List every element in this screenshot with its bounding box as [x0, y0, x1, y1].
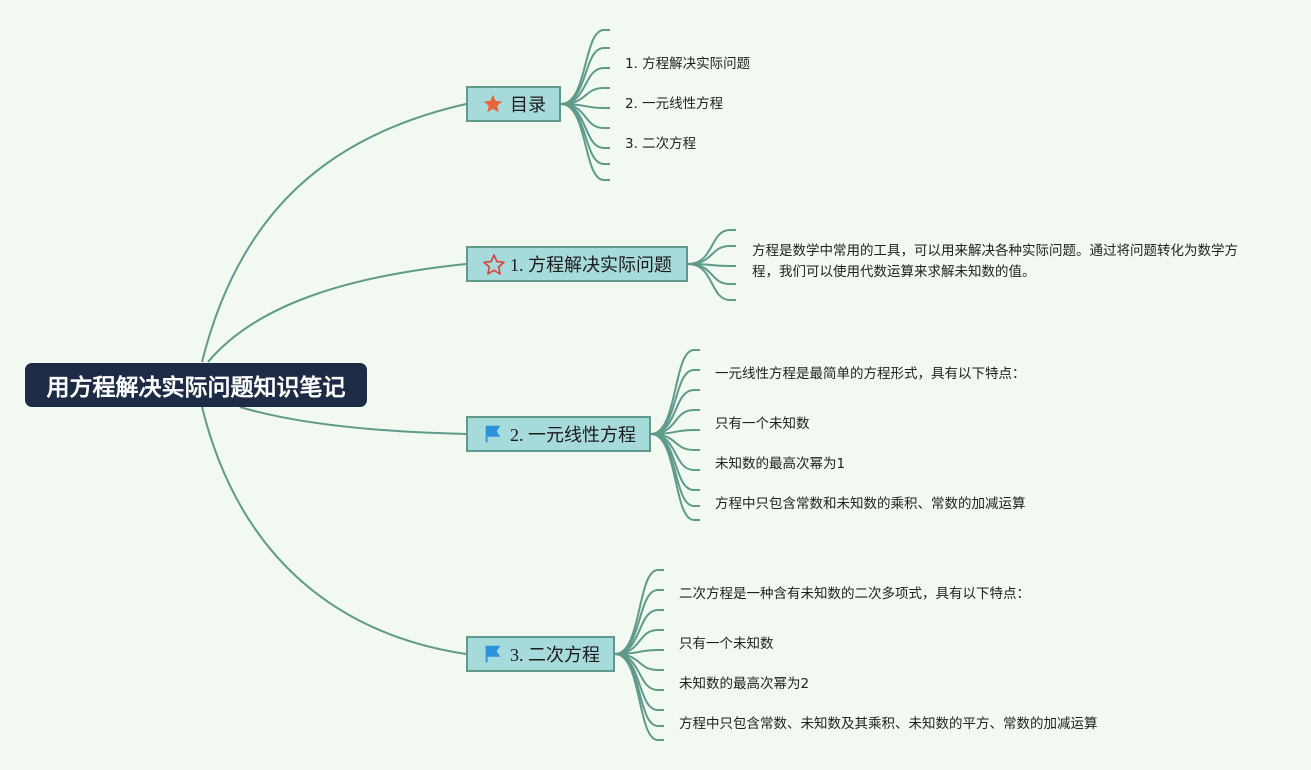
- contents-item-3[interactable]: 3. 二次方程: [625, 136, 697, 152]
- topic-3-branch-1: [614, 589, 664, 655]
- topic-1-branch-3: [687, 263, 736, 285]
- topic-1-branch-4: [687, 263, 736, 301]
- topic-3-branch-9: [614, 653, 664, 741]
- quadratic-feature-2[interactable]: 未知数的最高次幂为2: [679, 676, 810, 692]
- topic-label: 1. 方程解决实际问题: [510, 255, 672, 275]
- linear-feature-1[interactable]: 只有一个未知数: [715, 416, 810, 432]
- topic-contents[interactable]: 目录: [466, 86, 561, 122]
- linear-intro[interactable]: 一元线性方程是最简单的方程形式，具有以下特点：: [715, 366, 1026, 382]
- contents-branch-0: [560, 29, 610, 105]
- contents-item-2[interactable]: 2. 一元线性方程: [625, 96, 724, 112]
- star-outline-icon: [482, 253, 506, 275]
- topic-2-branch-9: [650, 433, 700, 521]
- contents-branch-8: [560, 103, 610, 181]
- contents-item-1[interactable]: 1. 方程解决实际问题: [625, 56, 751, 72]
- quadratic-feature-1[interactable]: 只有一个未知数: [679, 636, 774, 652]
- topic-equation-problems[interactable]: 1. 方程解决实际问题: [466, 246, 688, 282]
- contents-branch-7: [560, 103, 610, 165]
- link-root-topic-3: [201, 406, 467, 655]
- topic-label: 3. 二次方程: [510, 645, 600, 665]
- flag-icon: [482, 643, 506, 665]
- quadratic-feature-3[interactable]: 方程中只包含常数、未知数及其乘积、未知数的平方、常数的加减运算: [679, 716, 1098, 732]
- topic-label: 2. 一元线性方程: [510, 425, 636, 445]
- root-topic[interactable]: 用方程解决实际问题知识笔记: [25, 363, 367, 407]
- topic-linear-equation[interactable]: 2. 一元线性方程: [466, 416, 651, 452]
- topic-label: 目录: [510, 95, 546, 115]
- flag-icon: [482, 423, 506, 445]
- quadratic-intro[interactable]: 二次方程是一种含有未知数的二次多项式，具有以下特点：: [679, 586, 1030, 602]
- link-root-topic-1: [207, 263, 467, 363]
- equation-problems-description[interactable]: 方程是数学中常用的工具，可以用来解决各种实际问题。通过将问题转化为数学方程，我们…: [752, 243, 1238, 280]
- link-root-topic-2: [239, 406, 467, 435]
- linear-feature-2[interactable]: 未知数的最高次幂为1: [715, 456, 846, 472]
- topic-1-branch-1: [687, 245, 736, 265]
- linear-feature-3[interactable]: 方程中只包含常数和未知数的乘积、常数的加减运算: [715, 496, 1026, 512]
- star-filled-icon: [482, 93, 506, 115]
- topic-quadratic-equation[interactable]: 3. 二次方程: [466, 636, 615, 672]
- root-title: 用方程解决实际问题知识笔记: [46, 375, 346, 401]
- topic-2-branch-1: [650, 369, 700, 435]
- link-root-contents: [201, 103, 467, 363]
